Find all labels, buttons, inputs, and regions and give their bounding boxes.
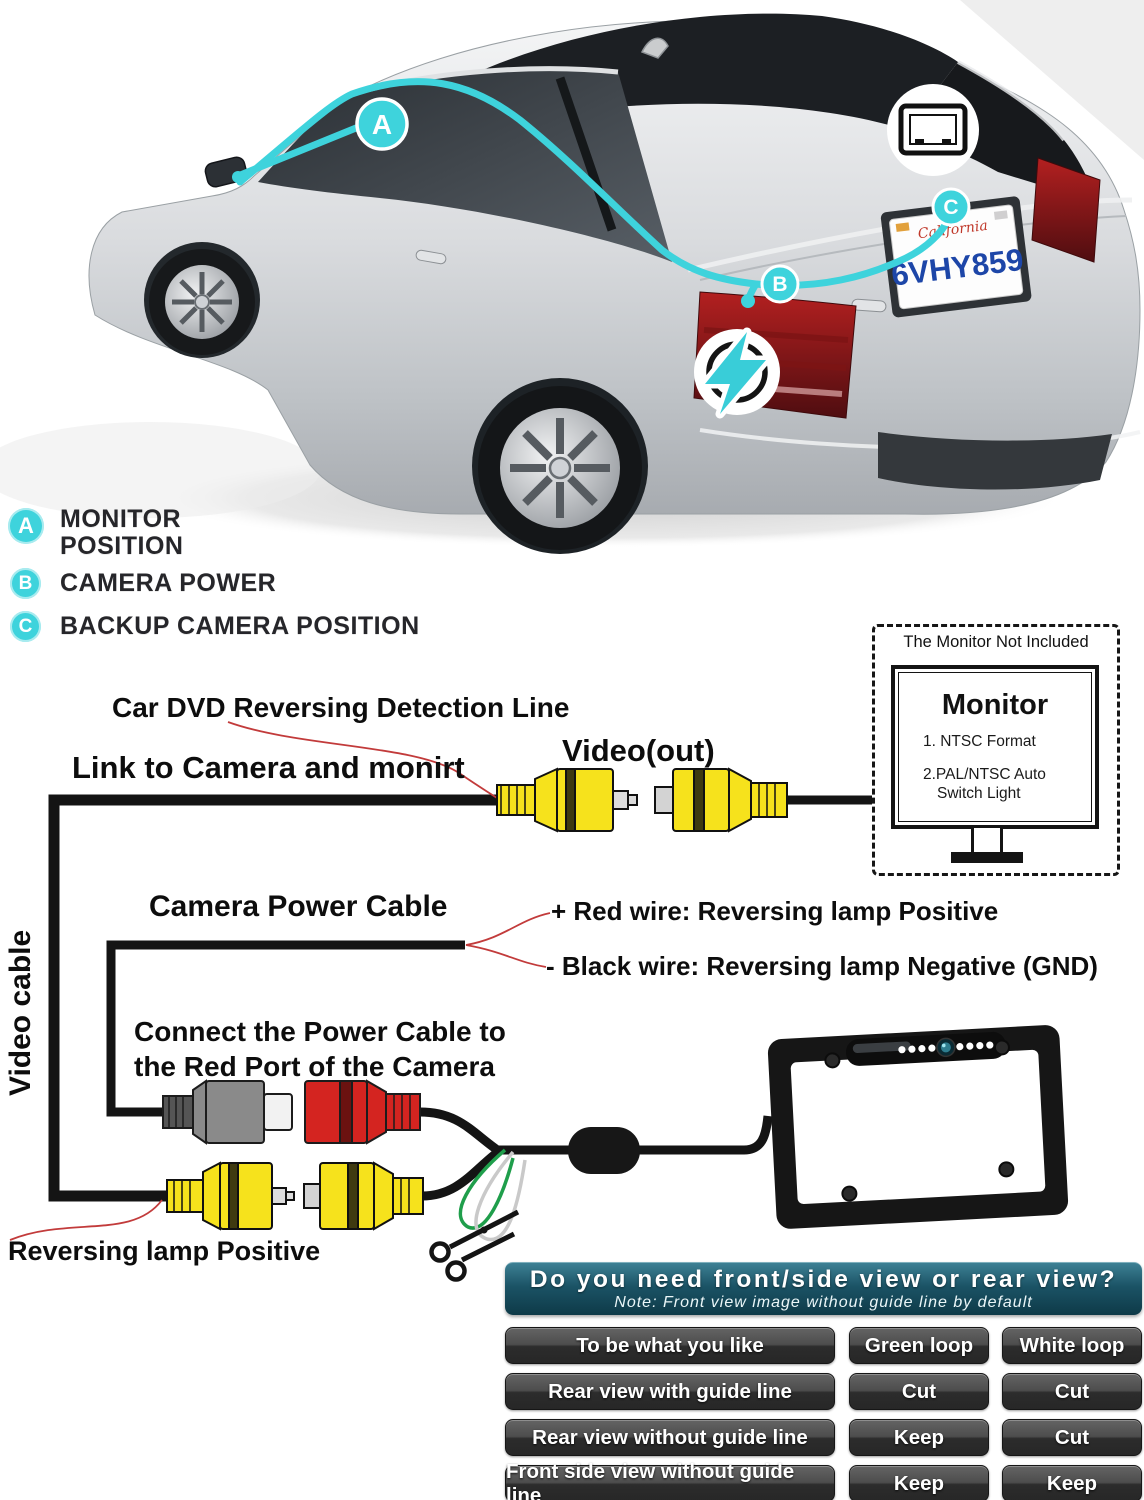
b-pillar <box>555 76 617 232</box>
rca-female-video <box>654 767 788 833</box>
reversing-lamp-label: Reversing lamp Positive <box>8 1236 321 1266</box>
video-cable-line <box>48 794 497 1202</box>
marker-a-letter: A <box>372 109 392 140</box>
screw-holes <box>824 1039 1015 1202</box>
power-plug-gray <box>162 1079 293 1145</box>
table-cell: Green loop <box>849 1327 989 1364</box>
car-illustration: California 6VHY859 A <box>0 0 1144 554</box>
ground-shadow-left <box>0 422 320 518</box>
camera-lens <box>936 1037 956 1058</box>
red-wire-label: + Red wire: Reversing lamp Positive <box>551 896 999 926</box>
license-plate-frame-camera <box>767 1025 1069 1229</box>
table-row: To be what you like Green loop White loo… <box>505 1327 1142 1364</box>
power-cable-line <box>106 940 465 1117</box>
scissors-icon <box>429 1209 520 1282</box>
legend-b-label: CAMERA POWER <box>60 569 277 597</box>
door-handle-rear <box>851 298 887 313</box>
table-cell: To be what you like <box>505 1327 835 1364</box>
legend-item-camera-power: B CAMERA POWER <box>10 568 276 599</box>
rear-diffuser <box>878 432 1112 490</box>
marker-b: B <box>760 264 800 304</box>
door-handle-front <box>415 249 447 265</box>
marker-a: A <box>355 97 409 151</box>
legend-c-label: BACKUP CAMERA POSITION <box>60 612 420 640</box>
table-header: Do you need front/side view or rear view… <box>505 1262 1142 1315</box>
monitor-stand-neck <box>971 825 1003 855</box>
detection-line-text: Reversing Detection Line <box>233 692 570 723</box>
white-loop-wire <box>474 1150 527 1242</box>
table-note: Note: Front view image without guide lin… <box>614 1293 1033 1311</box>
video-out-label: Video(out) <box>562 733 715 768</box>
cable-dot-power <box>741 294 755 308</box>
legend-item-monitor-position: A MONITOR POSITION <box>8 505 184 560</box>
monitor-item-2: 2.PAL/NTSC Auto Switch Light <box>923 765 1091 803</box>
power-inset <box>694 327 780 419</box>
antenna-fin-icon <box>640 37 669 59</box>
car-dvd-detection-label: Car DVD Reversing Detection Line <box>112 692 569 724</box>
red-pointer-lines <box>9 721 551 1241</box>
tail-light-right <box>1031 157 1101 263</box>
table-cell: Keep <box>849 1419 989 1456</box>
red-connector-cable <box>419 1107 499 1153</box>
monitor-screen: Monitor 1. NTSC Format 2.PAL/NTSC Auto S… <box>891 665 1099 829</box>
lightning-icon-fill <box>705 332 766 414</box>
video-cable-label: Video cable <box>4 929 37 1096</box>
yellow-connector-cable <box>421 1148 501 1201</box>
monitor-title: Monitor <box>941 689 1049 721</box>
green-loop-wire <box>458 1148 515 1230</box>
table-cell: Cut <box>1002 1419 1142 1456</box>
monitor-item-2a: 2.PAL/NTSC Auto <box>923 766 1046 783</box>
table-row: Rear view with guide line Cut Cut <box>505 1373 1142 1410</box>
cable-dot-mirror <box>232 171 244 183</box>
table-cell: White loop <box>1002 1327 1142 1364</box>
photo-backdrop <box>960 0 1144 160</box>
roof-edge-highlight <box>957 60 1066 142</box>
rca-female-power <box>303 1161 424 1231</box>
front-wheel <box>144 242 260 358</box>
legend-badge-b: B <box>10 568 41 599</box>
table-cell: Keep <box>1002 1465 1142 1500</box>
legend-a-line2: POSITION <box>60 532 184 560</box>
table-row: Rear view without guide line Keep Cut <box>505 1419 1142 1456</box>
table-cell: Cut <box>1002 1373 1142 1410</box>
legend-badge-a: A <box>8 508 44 544</box>
connect-power-label: Connect the Power Cable to the Red Port … <box>134 1014 506 1084</box>
connect-power-line2: the Red Port of the Camera <box>134 1051 495 1082</box>
cable-junction <box>568 1127 640 1174</box>
junction-cable-right <box>636 1115 773 1155</box>
monitor-note: The Monitor Not Included <box>903 633 1089 651</box>
marker-c-letter: C <box>943 196 958 219</box>
monitor-item-1: 1. NTSC Format <box>923 733 1036 750</box>
car-dvd-prefix: Car DVD <box>112 692 234 723</box>
monitor-not-included-box: The Monitor Not Included Monitor 1. NTSC… <box>872 624 1120 876</box>
power-port-red <box>304 1079 421 1145</box>
marker-c: C <box>931 187 971 227</box>
monitor-item-2b: Switch Light <box>937 785 1021 802</box>
plate-frame-inset <box>887 84 979 176</box>
rca-male-power <box>166 1161 295 1231</box>
table-cell: Cut <box>849 1373 989 1410</box>
table-row: Front side view without guide line Keep … <box>505 1460 1142 1500</box>
connect-power-line1: Connect the Power Cable to <box>134 1016 506 1047</box>
black-wire-label: - Black wire: Reversing lamp Negative (G… <box>546 951 1098 981</box>
loop-cut-table: Do you need front/side view or rear view… <box>505 1262 1142 1500</box>
link-to-camera-label: Link to Camera and monirt <box>72 750 465 785</box>
legend-item-backup-camera-position: C BACKUP CAMERA POSITION <box>10 611 420 642</box>
table-cell: Rear view without guide line <box>505 1419 835 1456</box>
camera-power-cable-label: Camera Power Cable <box>149 890 448 923</box>
table-cell: Keep <box>849 1465 989 1500</box>
marker-b-letter: B <box>772 273 787 296</box>
table-cell: Front side view without guide line <box>505 1460 835 1500</box>
rca-male-video <box>496 767 638 833</box>
legend-badge-c: C <box>10 611 41 642</box>
table-title: Do you need front/side view or rear view… <box>529 1265 1118 1293</box>
rear-wheel <box>472 378 648 554</box>
led-lights <box>898 1041 994 1054</box>
monitor-stand-base <box>951 852 1023 863</box>
table-cell: Rear view with guide line <box>505 1373 835 1410</box>
legend-a-line1: MONITOR <box>60 505 182 533</box>
